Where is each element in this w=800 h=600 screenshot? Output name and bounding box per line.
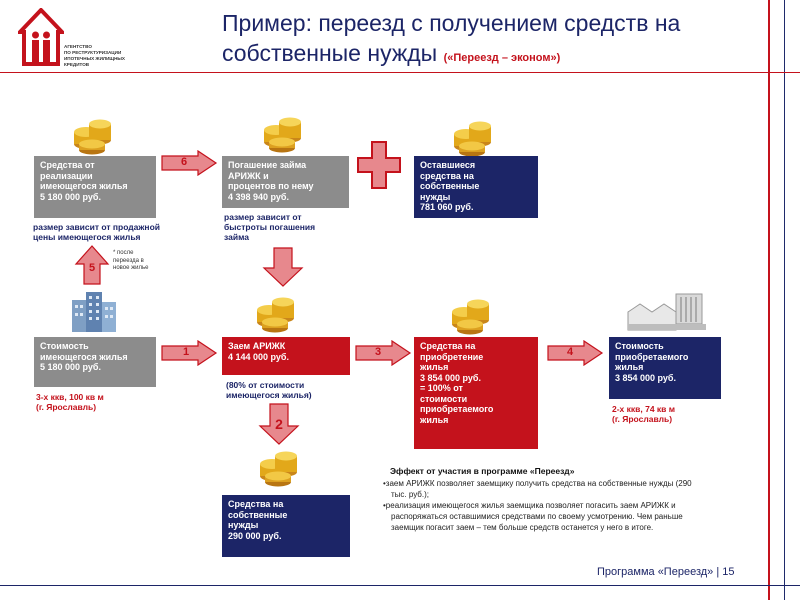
- loan-percent-note: (80% от стоимости имеющегося жилья): [226, 380, 312, 400]
- footer-program-label: Программа «Переезд» | 15: [597, 566, 735, 578]
- effect-item: •заем АРИЖК позволяет заемщику получить …: [383, 479, 692, 499]
- coin-stack-icon: [74, 119, 111, 155]
- title-line-1: Пример: переезд с получением средств на: [222, 10, 681, 36]
- logo-line: ПО РЕСТРУКТУРИЗАЦИИ: [64, 50, 122, 55]
- building-icon: [72, 292, 116, 332]
- arrow-down-icon: [258, 403, 300, 445]
- loan-repayment-box: Погашение займа АРИЖК и процентов по нем…: [222, 156, 349, 208]
- arrow-right-icon: [161, 150, 218, 176]
- arrow-up-icon: [74, 245, 110, 285]
- own-needs-funds-box: Средства на собственные нужды 290 000 ру…: [222, 495, 350, 557]
- house-logo-icon: [18, 8, 64, 66]
- arrow-right-icon: [355, 340, 412, 366]
- right-accent-line-red: [768, 0, 770, 600]
- sale-funds-box: Средства от реализации имеющегося жилья …: [34, 156, 156, 218]
- factory-icon: [627, 293, 706, 331]
- arrow-right-icon: [547, 340, 604, 366]
- purchase-funds-box: Средства на приобретение жилья 3 854 000…: [414, 337, 538, 449]
- sale-size-note: размер зависит от продажной цены имеющег…: [33, 222, 160, 242]
- new-home-cost-box: Стоимость приобретаемого жилья 3 854 000…: [609, 337, 721, 399]
- arrow-down-icon: [262, 247, 304, 287]
- agency-logo: АГЕНТСТВО ПО РЕСТРУКТУРИЗАЦИИ ИПОТЕЧНЫХ …: [18, 8, 138, 76]
- coin-stack-icon: [452, 299, 489, 335]
- effect-title: Эффект от участия в программе «Переезд»: [390, 466, 575, 476]
- current-flat-note: 3-х ккв, 100 кв м (г. Ярославль): [36, 392, 104, 412]
- arizhk-loan-box: Заем АРИЖК 4 144 000 руб.: [222, 337, 350, 375]
- right-accent-line-navy: [784, 0, 785, 600]
- coin-stack-icon: [454, 121, 491, 157]
- coin-stack-icon: [257, 297, 294, 333]
- step-number-4: 4: [566, 346, 574, 358]
- logo-line: ИПОТЕЧНЫХ ЖИЛИЩНЫХ: [64, 56, 125, 61]
- page-subtitle: («Переезд – эконом»): [443, 52, 561, 64]
- after-move-note: * после переезда в новое жилье: [113, 250, 149, 271]
- step-number-3: 3: [374, 346, 382, 358]
- page-title: Пример: переезд с получением средств на …: [222, 8, 782, 73]
- current-home-cost-box: Стоимость имеющегося жилья 5 180 000 руб…: [34, 337, 156, 387]
- coin-stack-icon: [264, 117, 301, 153]
- header-divider-line: [0, 72, 800, 73]
- step-number-5: 5: [88, 262, 96, 274]
- plus-icon: [357, 141, 401, 189]
- step-number-6: 6: [180, 156, 188, 168]
- logo-line: АГЕНТСТВО: [64, 44, 92, 49]
- arrow-right-icon: [161, 340, 218, 366]
- step-number-1: 1: [182, 346, 190, 358]
- title-line-2: собственные нужды: [222, 40, 438, 66]
- repay-size-note: размер зависит от быстроты погашения зай…: [224, 212, 316, 242]
- remaining-funds-box: Оставшиеся средства на собственные нужды…: [414, 156, 538, 218]
- new-flat-note: 2-х ккв, 74 кв м (г. Ярославль): [612, 404, 676, 424]
- effect-item: •реализация имеющегося жилья заемщика по…: [383, 501, 683, 532]
- footer-divider-line: [0, 585, 800, 586]
- effect-list: •заем АРИЖК позволяет заемщику получить …: [383, 478, 703, 533]
- logo-line: КРЕДИТОВ: [64, 62, 90, 67]
- step-number-2: 2: [275, 416, 283, 432]
- coin-stack-icon: [260, 451, 297, 487]
